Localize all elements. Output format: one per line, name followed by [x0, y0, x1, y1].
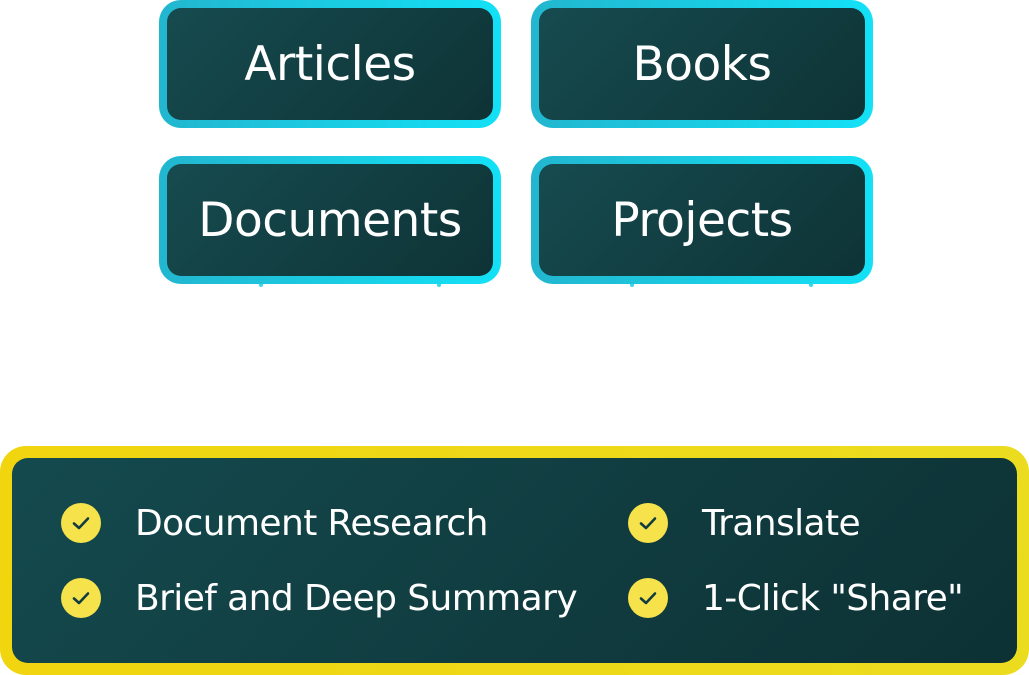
- connector-notch: [437, 284, 441, 287]
- connector-notch: [630, 284, 634, 287]
- category-button-articles-body: Articles: [167, 8, 493, 120]
- category-button-books[interactable]: Books: [531, 0, 873, 128]
- connector-notch: [259, 284, 263, 287]
- feature-label: Brief and Deep Summary: [135, 577, 578, 619]
- category-button-projects[interactable]: Projects: [531, 156, 873, 284]
- check-circle-icon: [628, 578, 668, 618]
- feature-label: Translate: [702, 502, 861, 544]
- category-button-articles[interactable]: Articles: [159, 0, 501, 128]
- category-button-documents-body: Documents: [167, 164, 493, 276]
- category-button-books-body: Books: [539, 8, 865, 120]
- category-label-articles: Articles: [244, 36, 416, 92]
- feature-item-share: 1-Click "Share": [628, 576, 964, 620]
- category-button-projects-body: Projects: [539, 164, 865, 276]
- feature-label: 1-Click "Share": [702, 577, 964, 619]
- category-label-books: Books: [632, 36, 772, 92]
- category-label-documents: Documents: [198, 192, 462, 248]
- check-circle-icon: [61, 503, 101, 543]
- features-panel-body: Document Research Brief and Deep Summary…: [12, 458, 1017, 663]
- category-label-projects: Projects: [611, 192, 793, 248]
- feature-label: Document Research: [135, 502, 488, 544]
- check-circle-icon: [61, 578, 101, 618]
- feature-item-summary: Brief and Deep Summary: [61, 576, 578, 620]
- features-panel: Document Research Brief and Deep Summary…: [0, 446, 1029, 675]
- category-button-documents[interactable]: Documents: [159, 156, 501, 284]
- feature-item-translate: Translate: [628, 501, 861, 545]
- feature-item-document-research: Document Research: [61, 501, 488, 545]
- connector-notch: [809, 284, 813, 287]
- check-circle-icon: [628, 503, 668, 543]
